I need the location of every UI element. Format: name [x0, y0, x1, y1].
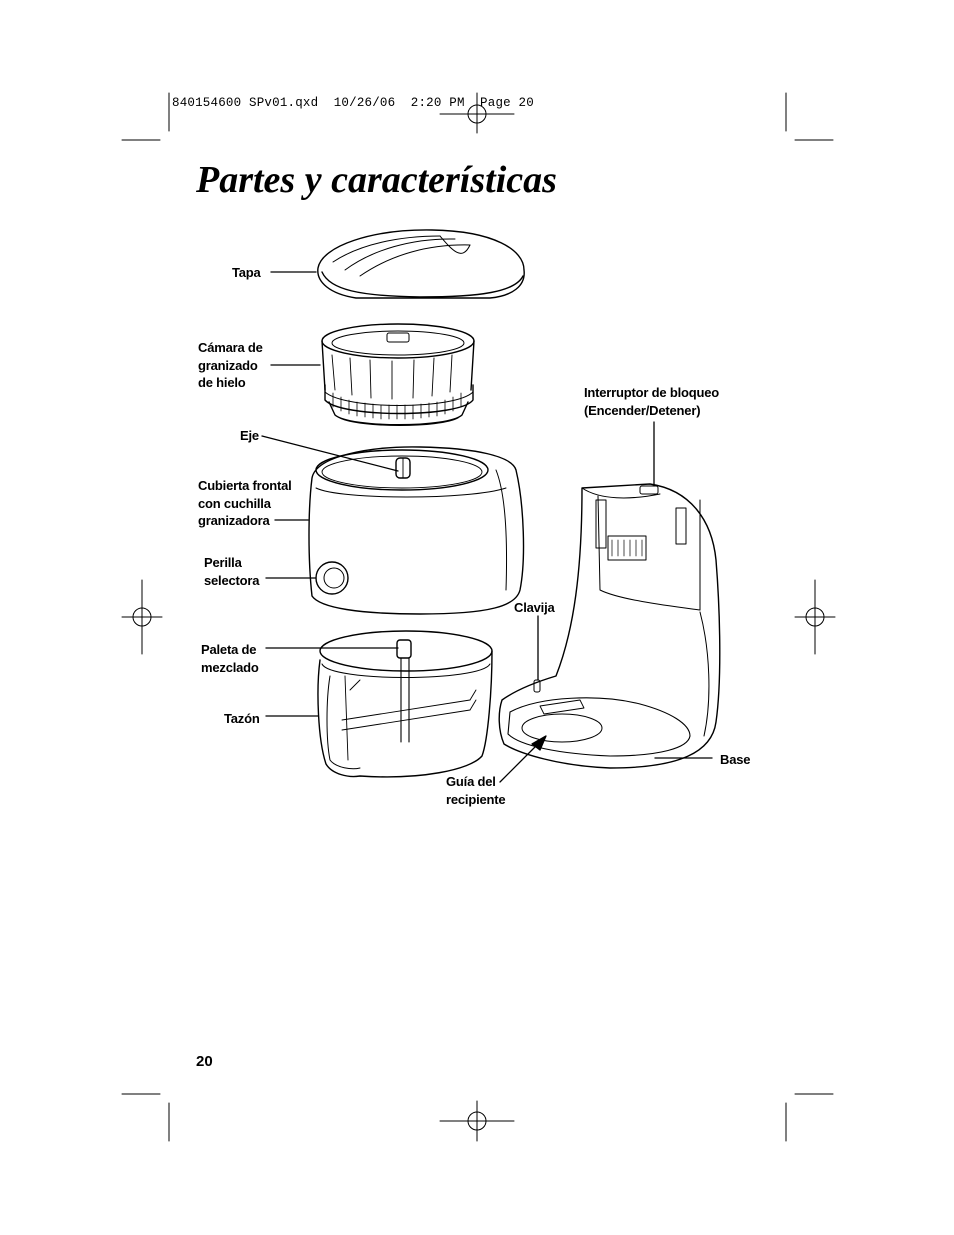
label-clavija: Clavija: [514, 600, 555, 615]
label-cubierta-frontal: Cubierta frontal con cuchilla granizador…: [198, 478, 292, 528]
label-base: Base: [720, 752, 751, 767]
label-tazon: Tazón: [224, 711, 260, 726]
print-slug: 840154600 SPv01.qxd 10/26/06 2:20 PM Pag…: [172, 96, 534, 110]
registration-mark-right: [794, 579, 836, 655]
label-perilla-selectora: Perilla selectora: [204, 555, 260, 588]
registration-mark-left: [121, 579, 163, 655]
crop-marks: [121, 92, 834, 1142]
bowl-drawing: [317, 630, 493, 778]
label-guia-recipiente: Guía del recipiente: [446, 774, 506, 807]
leader-lines: [261, 271, 713, 783]
ice-chamber-drawing: [321, 323, 475, 426]
base-drawing: [498, 483, 721, 769]
label-tapa: Tapa: [232, 265, 261, 280]
registration-mark-bottom: [439, 1100, 515, 1142]
label-paleta-mezclado: Paleta de mezclado: [201, 642, 259, 675]
page-title: Partes y características: [196, 159, 557, 201]
label-camara-granizado: Cámara de granizado de hielo: [198, 340, 263, 390]
label-interruptor-bloqueo: Interruptor de bloqueo (Encender/Detener…: [584, 385, 719, 418]
lid-drawing: [317, 229, 525, 299]
page-number: 20: [196, 1053, 213, 1070]
registration-mark-top: [439, 92, 515, 134]
front-cover-drawing: [308, 446, 525, 615]
label-eje: Eje: [240, 428, 259, 443]
registration-marks: [121, 92, 836, 1142]
